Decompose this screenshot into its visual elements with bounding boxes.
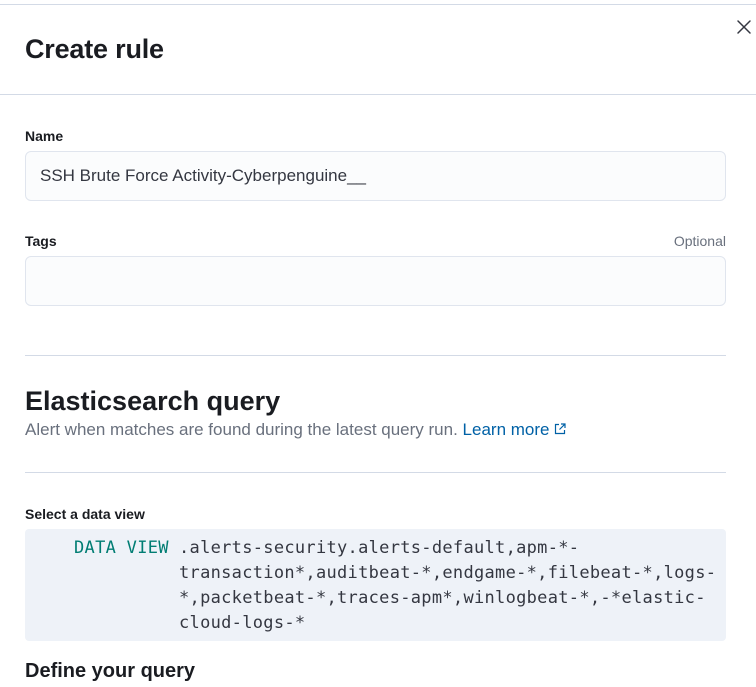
data-view-line: transaction*,auditbeat-*,endgame-*,fileb…: [179, 563, 717, 583]
data-view-line: cloud-logs-*: [179, 613, 306, 633]
query-divider: [25, 472, 726, 473]
query-section-description: Alert when matches are found during the …: [25, 419, 567, 441]
close-icon: [737, 20, 751, 34]
query-section-title: Elasticsearch query: [25, 386, 281, 416]
flyout-title: Create rule: [25, 34, 164, 64]
data-view-label: Select a data view: [25, 506, 145, 522]
external-link-icon: [555, 423, 567, 435]
name-input[interactable]: [25, 151, 726, 201]
data-view-keyword: DATA VIEW: [74, 538, 169, 558]
tags-label: Tags: [25, 233, 57, 249]
data-view-line: .alerts-security.alerts-default,apm-*-: [179, 538, 580, 558]
data-view-selector[interactable]: DATA VIEW .alerts-security.alerts-defaul…: [25, 529, 726, 641]
define-query-title: Define your query: [25, 660, 196, 682]
learn-more-link[interactable]: Learn more: [463, 420, 568, 439]
learn-more-label: Learn more: [462, 420, 550, 439]
name-label: Name: [25, 128, 64, 144]
section-divider: [25, 355, 726, 356]
close-button[interactable]: [734, 17, 754, 37]
data-view-value: .alerts-security.alerts-default,apm-*- t…: [179, 536, 719, 636]
tags-optional-label: Optional: [673, 233, 726, 249]
flyout-header: Create rule: [0, 5, 756, 95]
data-view-line: *,packetbeat-*,traces-apm*,winlogbeat-*,…: [179, 588, 706, 608]
description-text: Alert when matches are found during the …: [25, 420, 458, 439]
tags-input[interactable]: [25, 256, 726, 306]
top-border: [0, 4, 756, 5]
